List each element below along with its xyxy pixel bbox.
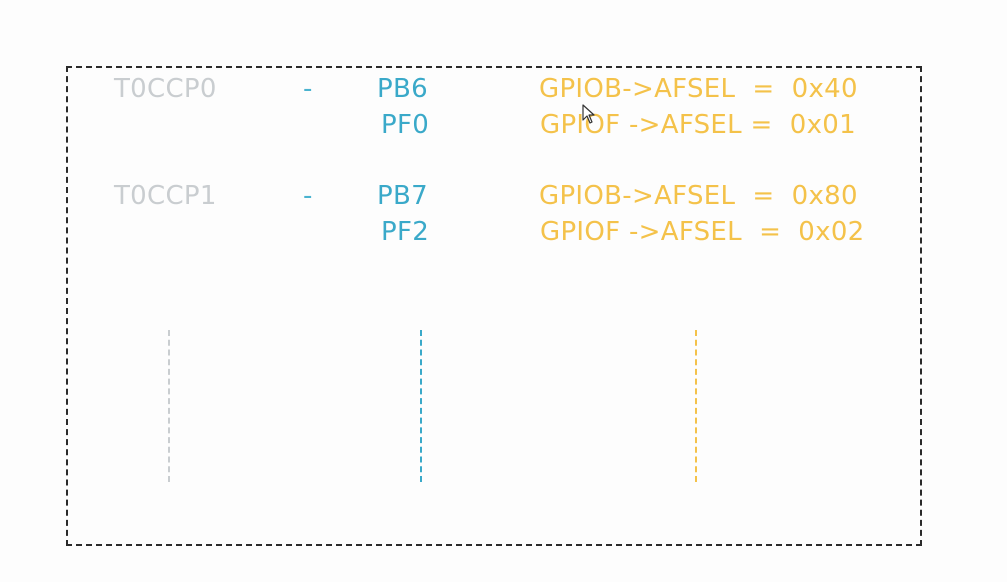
register-assign-gpiob-1: GPIOB->AFSEL = 0x40 (539, 74, 858, 104)
register-assign-gpiob-2: GPIOB->AFSEL = 0x80 (539, 181, 858, 211)
separator-dash-2: - (303, 181, 313, 211)
pin-label-pb6: PB6 (377, 74, 428, 104)
timer-label-2: T0CCP1 (114, 181, 217, 211)
register-assign-gpiof-1: GPIOF ->AFSEL = 0x01 (540, 110, 856, 140)
timer-label-1: T0CCP0 (114, 74, 217, 104)
register-assign-gpiof-2: GPIOF ->AFSEL = 0x02 (540, 217, 865, 247)
separator-dash-1: - (303, 74, 313, 104)
pin-label-pb7: PB7 (377, 181, 428, 211)
pin-label-pf0: PF0 (381, 110, 430, 140)
dashed-frame (66, 66, 922, 546)
vertical-guide-blue (420, 330, 422, 482)
mouse-pointer-icon (582, 104, 595, 124)
pin-label-pf2: PF2 (381, 217, 430, 247)
vertical-guide-yellow (695, 330, 697, 482)
vertical-guide-gray (168, 330, 170, 482)
